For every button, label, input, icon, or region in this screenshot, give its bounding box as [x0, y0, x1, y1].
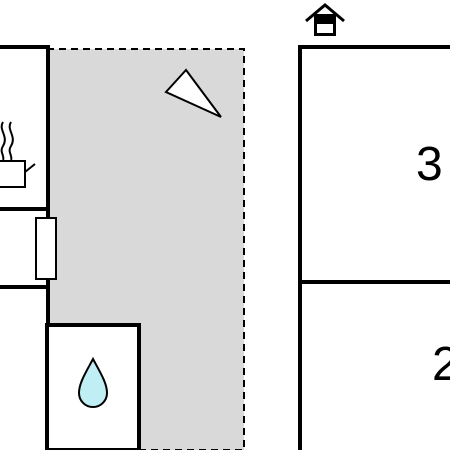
left-building: [0, 45, 141, 450]
upper-room: [298, 45, 450, 284]
radiator-icon: [35, 217, 57, 280]
stove-pot-icon: [0, 121, 36, 188]
house-icon: [305, 3, 345, 36]
lower-room: [298, 280, 450, 450]
water-drop-icon: [77, 356, 109, 408]
lower-room-label: 2: [432, 338, 450, 391]
right-building: [298, 45, 450, 450]
compass-arrow-icon: [164, 68, 222, 118]
upper-room-label: 3: [416, 138, 443, 191]
lower-left-room: [0, 285, 50, 450]
